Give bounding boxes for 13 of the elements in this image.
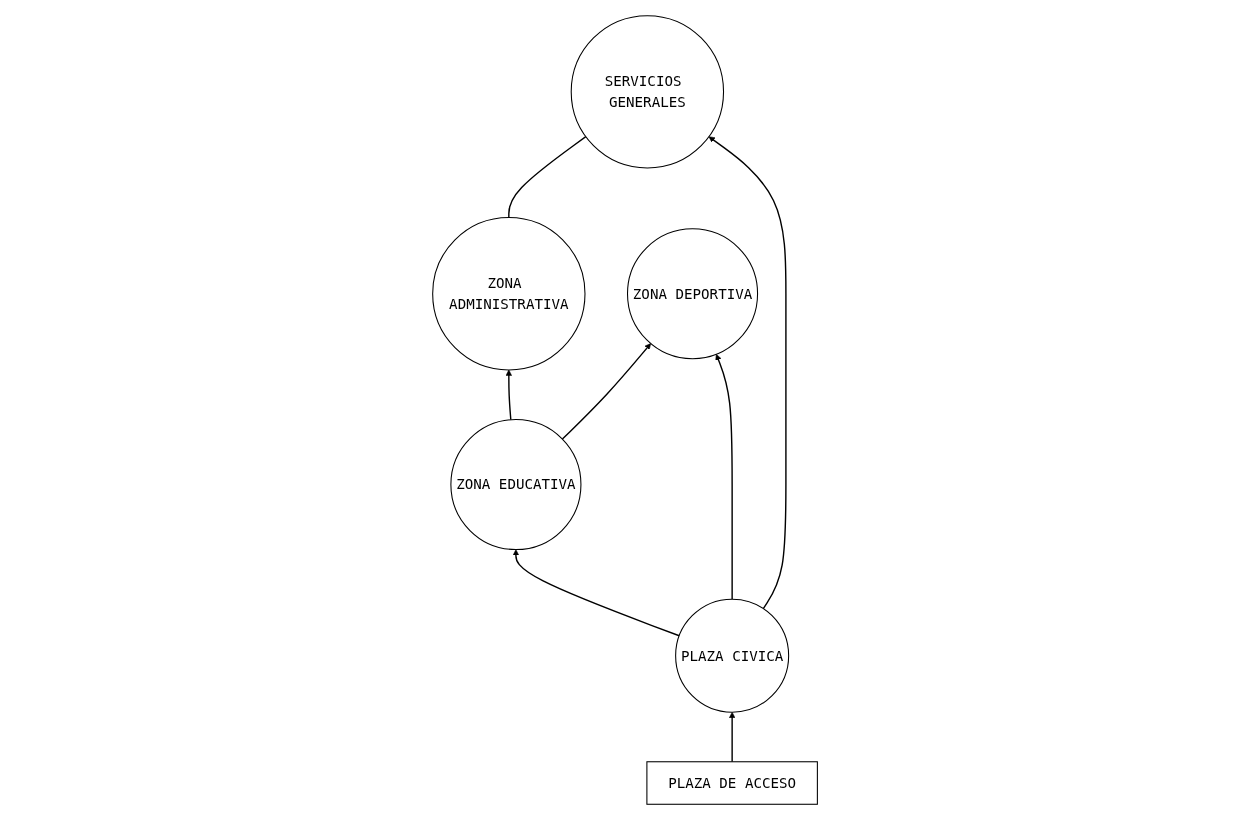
- arrow: [729, 711, 736, 762]
- connector: [508, 135, 587, 218]
- arrow: [708, 135, 787, 609]
- arrow: [715, 353, 733, 600]
- arrow: [561, 342, 651, 440]
- node-circle: ZONA DEPORTIVA: [626, 227, 759, 359]
- node-circle: PLAZA CIVICA: [675, 598, 790, 713]
- arrow: [505, 369, 512, 420]
- node-box: PLAZA DE ACCESO: [646, 760, 818, 805]
- node-circle: SERVICIOS GENERALES: [570, 14, 725, 169]
- arrow: [512, 548, 680, 636]
- node-circle: ZONA EDUCATIVA: [450, 418, 582, 550]
- node-circle: ZONA ADMINISTRATIVA: [432, 216, 586, 370]
